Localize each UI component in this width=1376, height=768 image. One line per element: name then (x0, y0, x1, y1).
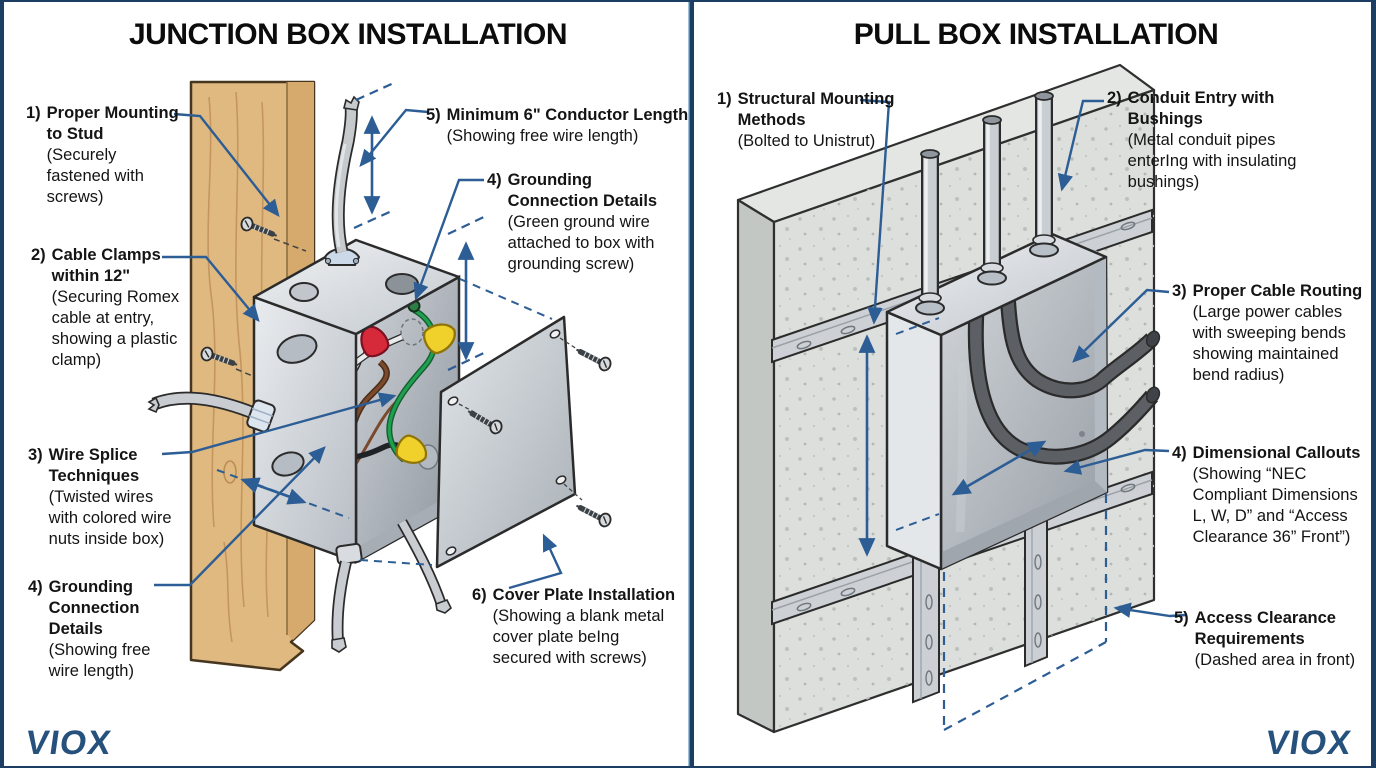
leader-cable-routing (1072, 288, 1170, 363)
conduit-icon (1029, 91, 1059, 258)
conduits (915, 91, 1059, 316)
leader-proper-mounting (173, 112, 280, 218)
pull-panel: PULL BOX INSTALLATION 1) Structural Moun… (4, 2, 1371, 766)
leader-conductor-length (359, 108, 429, 168)
label-proper-mounting: 1) Proper Mounting to Stud(Securely fast… (26, 104, 179, 206)
cable-clamp-icon (323, 247, 361, 266)
label-access-clearance: 5) Access Clearance Requirements(Dashed … (1174, 609, 1356, 669)
leader-structural-mounting (859, 98, 891, 325)
label-grounding-right: 4) Grounding Connection Details(Green gr… (487, 171, 658, 273)
callout-lines (154, 80, 563, 590)
conduit-icon (915, 149, 945, 316)
conduit-icon (977, 115, 1007, 286)
label-grounding-bottom: 4) Grounding Connection Details(Showing … (28, 578, 151, 680)
label-cover-plate: 6) Cover Plate Installation(Showing a bl… (472, 586, 676, 667)
width-dimension-arrow (951, 440, 1047, 496)
junction-panel: JUNCTION BOX INSTALLATION 1) Proper Moun… (4, 2, 1371, 766)
clamp-distance-arrow (240, 477, 307, 505)
plastic-clamp-icon (246, 399, 276, 433)
junction-title: JUNCTION BOX INSTALLATION (128, 18, 568, 51)
panel-divider (688, 2, 694, 766)
pull-box-illustration (736, 63, 1187, 734)
free-conductor-cable (331, 95, 360, 254)
viox-logo: VIOX (1263, 724, 1354, 762)
label-wire-splice: 3) Wire Splice Techniques(Twisted wires … (28, 446, 172, 548)
label-dimensional-callouts: 4) Dimensional Callouts(Showing “NEC Com… (1172, 444, 1361, 546)
leader-grounding-right (413, 178, 484, 301)
leader-cable-clamps (162, 255, 260, 322)
leader-cover-plate (508, 533, 563, 590)
cover-plate (435, 315, 612, 569)
callout-lines (858, 98, 1187, 731)
label-cable-routing: 3) Proper Cable Routing(Large power cabl… (1172, 282, 1363, 384)
label-structural-mounting: 1) Structural Mounting Methods(Bolted to… (717, 90, 895, 150)
junction-box-illustration (147, 80, 692, 672)
romex-cable-left (147, 391, 276, 433)
leader-wire-splice (161, 392, 397, 456)
leader-grounding-bottom (154, 446, 326, 587)
leader-dimensional-callouts (1063, 448, 1170, 475)
label-cable-clamps: 2) Cable Clamps within 12"(Securing Rome… (31, 246, 180, 369)
label-conductor-length: 5) Minimum 6" Conductor Length(Showing f… (426, 106, 689, 145)
leader-access-clearance (1113, 602, 1187, 618)
bottom-cables (331, 519, 452, 653)
pull-title: PULL BOX INSTALLATION (853, 18, 1219, 51)
leader-conduit-entry (1057, 99, 1104, 192)
vertical-struts (912, 511, 1048, 704)
label-conduit-entry: 2) Conduit Entry with Bushings(Metal con… (1107, 89, 1297, 191)
